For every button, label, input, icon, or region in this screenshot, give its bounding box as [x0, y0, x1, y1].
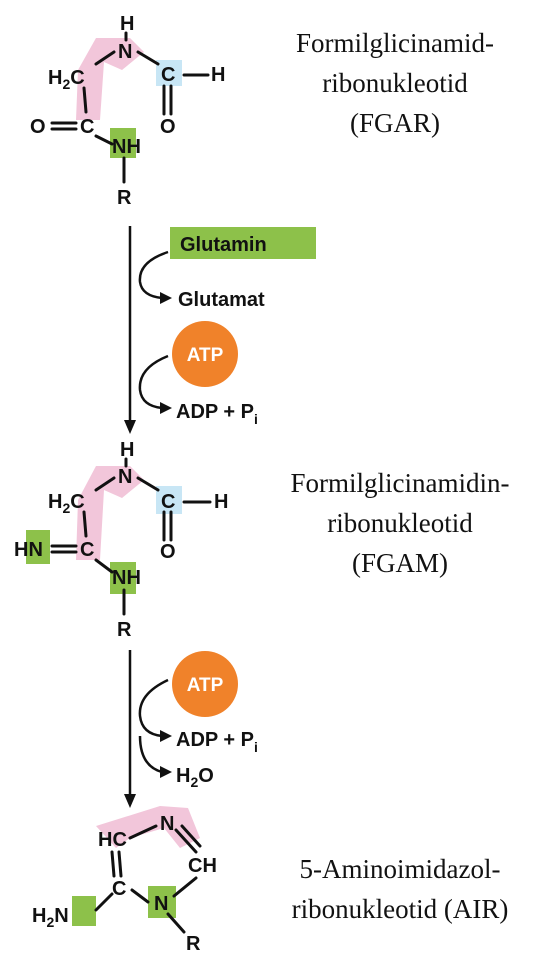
atp-label: ATP	[187, 345, 224, 366]
atom-o: O	[160, 116, 176, 138]
fgam-label: Formilglicinamidin- ribonukleotid (FGAM)	[291, 468, 510, 578]
step2-arrows	[124, 650, 172, 808]
pink-highlight	[96, 806, 200, 848]
fgar-structure: H N H2C C H O O C NH R	[30, 13, 225, 209]
atom-nh: NH	[112, 567, 141, 589]
air-structure: HC N CH C N H2N R	[32, 806, 217, 954]
air-name-line2: ribonukleotid (AIR)	[292, 894, 509, 924]
atom-n: N	[118, 466, 132, 488]
atp-circle	[172, 321, 238, 387]
atom-o: O	[30, 116, 46, 138]
green-highlight	[72, 896, 96, 926]
fgam-name-line3: (FGAM)	[352, 548, 448, 578]
atom-n: N	[154, 893, 168, 915]
atom-c: C	[161, 491, 175, 513]
atom-c: C	[161, 64, 175, 86]
pink-highlight	[76, 466, 144, 560]
atom-n: N	[118, 41, 132, 63]
green-highlight	[110, 128, 136, 158]
atp-label: ATP	[187, 675, 224, 696]
atom-h2n: H2N	[32, 905, 69, 930]
atom-hc: HC	[98, 829, 127, 851]
fgam-structure: H N H2C C H O HN C NH R	[14, 439, 228, 641]
atom-h2c: H2C	[48, 491, 85, 516]
atom-h: H	[120, 439, 134, 461]
water-label: H2O	[176, 765, 214, 790]
fgar-name-line2: ribonukleotid	[322, 68, 468, 98]
adp-pi-label: ADP + Pi	[176, 401, 258, 427]
atom-r: R	[117, 187, 132, 209]
green-highlight	[148, 886, 176, 918]
air-name-line1: 5-Aminoimidazol-	[300, 854, 501, 884]
atom-r: R	[117, 619, 132, 641]
green-highlight	[110, 562, 136, 594]
atom-h: H	[120, 13, 134, 35]
atom-nh: NH	[112, 136, 141, 158]
atom-hn: HN	[14, 539, 43, 561]
fgar-label: Formilglicinamid- ribonukleotid (FGAR)	[296, 28, 494, 138]
air-label: 5-Aminoimidazol- ribonukleotid (AIR)	[292, 854, 509, 924]
blue-highlight	[156, 60, 182, 86]
adp-pi-label: ADP + Pi	[176, 729, 258, 755]
atom-c: C	[80, 116, 94, 138]
atom-r: R	[186, 933, 201, 954]
atom-o: O	[160, 541, 176, 563]
step1-arrows	[124, 226, 172, 434]
fgam-name-line1: Formilglicinamidin-	[291, 468, 510, 498]
fgar-name-line1: Formilglicinamid-	[296, 28, 494, 58]
blue-highlight	[156, 486, 182, 514]
glutamat-label: Glutamat	[178, 289, 265, 311]
glutamin-box	[170, 227, 316, 259]
atom-n: N	[160, 813, 174, 835]
atom-h: H	[211, 64, 225, 86]
green-highlight	[26, 530, 50, 564]
atp-circle	[172, 651, 238, 717]
glutamin-label: Glutamin	[180, 234, 267, 256]
atom-h2c: H2C	[48, 67, 85, 92]
fgar-name-line3: (FGAR)	[350, 108, 440, 138]
atom-c: C	[112, 878, 126, 900]
pink-highlight	[76, 38, 144, 120]
atom-c: C	[80, 539, 94, 561]
atom-h: H	[214, 491, 228, 513]
atom-ch: CH	[188, 855, 217, 877]
fgam-name-line2: ribonukleotid	[327, 508, 473, 538]
